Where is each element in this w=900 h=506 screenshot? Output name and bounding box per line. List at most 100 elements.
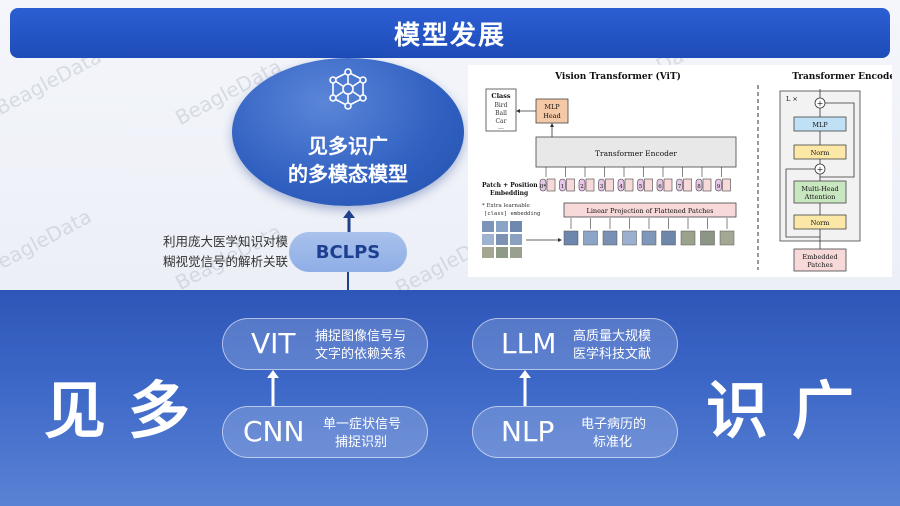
embedded-line-1: Embedded xyxy=(802,253,837,261)
image-patch xyxy=(622,230,637,246)
image-patch xyxy=(700,230,715,246)
class-box xyxy=(485,88,517,132)
connector-line xyxy=(347,272,349,290)
linear-projection-box xyxy=(563,202,737,218)
encoder-label: Transformer Encoder xyxy=(595,149,677,158)
norm-label-2: Norm xyxy=(811,219,830,227)
image-patch xyxy=(602,230,618,246)
cnn-key: CNN xyxy=(243,415,305,448)
vit-title: Vision Transformer (ViT) xyxy=(554,71,681,82)
image-patch xyxy=(680,230,696,246)
side-note-line-1: 利用庞大医学知识对模 xyxy=(162,234,288,249)
patch-token xyxy=(566,178,575,192)
mha-line-2: Attention xyxy=(804,193,836,201)
position-embedding xyxy=(559,178,566,192)
token-index: 6 xyxy=(658,184,662,190)
patch-token xyxy=(585,178,595,192)
llm-pill: LLM 高质量大规模 医学科技文献 xyxy=(472,318,678,370)
vit-architecture-diagram: Vision Transformer (ViT) Transformer Enc… xyxy=(482,71,900,272)
position-embedding xyxy=(598,178,605,192)
embedded-line-2: Patches xyxy=(807,261,833,269)
extra-note-1: * Extra learnable xyxy=(482,203,530,209)
token-index: 0* xyxy=(540,184,546,190)
position-embedding xyxy=(578,178,586,192)
bottom-section xyxy=(0,290,900,506)
norm-label: Norm xyxy=(811,149,830,157)
image-patch xyxy=(641,230,657,246)
big-char-shi: 识 xyxy=(706,374,769,447)
cnn-pill: CNN 单一症状信号 捕捉识别 xyxy=(222,406,428,458)
transformer-encoder-box xyxy=(535,136,737,168)
llm-desc-1: 高质量大规模 xyxy=(573,329,652,344)
position-embedding xyxy=(715,178,722,192)
image-patch xyxy=(719,230,735,246)
arrow-up-icon xyxy=(519,370,531,406)
side-note-line-2: 糊视觉信号的解析关联 xyxy=(162,254,288,269)
class-item: Car xyxy=(495,118,506,125)
class-title: Class xyxy=(491,92,511,100)
token-index: 8 xyxy=(697,184,701,190)
nlp-desc-1: 电子病历的 xyxy=(581,417,647,432)
image-patch xyxy=(661,230,676,246)
svg-text:+: + xyxy=(817,165,824,174)
position-embedding xyxy=(695,178,703,192)
class-item: Bird xyxy=(494,102,507,109)
token-index: 2 xyxy=(580,184,584,190)
patch-token xyxy=(683,178,692,192)
svg-text:+: + xyxy=(817,99,824,108)
patch-label-1: Patch + Position xyxy=(482,182,538,189)
mlp-head-line-1: MLP xyxy=(544,103,560,111)
patch-token xyxy=(624,178,634,192)
oval-line-1: 见多识广 xyxy=(308,134,388,158)
token-index: 5 xyxy=(639,184,643,190)
cnn-desc-2: 捕捉识别 xyxy=(335,435,388,450)
token-index: 3 xyxy=(600,184,604,190)
bclps-description: 利用庞大医学知识对模 糊视觉信号的解析关联 xyxy=(140,232,288,272)
input-image-grid xyxy=(482,221,522,258)
mha-line-1: Multi-Head xyxy=(801,185,838,193)
patch-token xyxy=(546,178,556,192)
token-index: 7 xyxy=(678,184,682,190)
position-embedding xyxy=(617,178,625,192)
class-item: ... xyxy=(498,124,504,131)
vit-description: 捕捉图像信号与 文字的依赖关系 xyxy=(315,328,406,364)
arrow-up-icon xyxy=(267,370,279,406)
llm-key: LLM xyxy=(501,327,557,360)
position-embedding xyxy=(676,178,683,192)
image-patch xyxy=(563,230,579,246)
mlp-label: MLP xyxy=(812,121,828,129)
big-char-jian: 见 xyxy=(44,374,107,447)
patch-strip xyxy=(563,218,735,246)
title-bar: 模型发展 xyxy=(10,8,890,58)
llm-description: 高质量大规模 医学科技文献 xyxy=(573,328,651,364)
mlp-head-box xyxy=(535,98,569,124)
patch-token xyxy=(722,178,731,192)
oval-line-2: 的多模态模型 xyxy=(288,162,408,186)
llm-desc-2: 医学科技文献 xyxy=(573,347,652,362)
position-embedding xyxy=(539,178,547,192)
cnn-desc-1: 单一症状信号 xyxy=(323,417,402,432)
cnn-description: 单一症状信号 捕捉识别 xyxy=(323,416,401,452)
mlp-head-line-2: Head xyxy=(543,112,561,120)
encoder-title: Transformer Encoder xyxy=(792,72,892,82)
token-index: 4 xyxy=(619,184,623,190)
layer-repeat-label: L × xyxy=(786,95,798,103)
image-patch xyxy=(583,230,598,246)
linear-projection-label: Linear Projection of Flattened Patches xyxy=(587,207,714,215)
network-icon xyxy=(329,68,367,110)
token-index: 1 xyxy=(561,184,565,190)
patch-token xyxy=(605,178,614,192)
patch-token xyxy=(663,178,673,192)
embedded-patches-box xyxy=(793,248,847,272)
patch-token xyxy=(702,178,712,192)
big-char-guang: 广 xyxy=(792,374,855,447)
vit-desc-1: 捕捉图像信号与 xyxy=(315,329,407,344)
multimodal-model-oval: 见多识广 的多模态模型 xyxy=(232,58,464,206)
position-embedding xyxy=(656,178,664,192)
nlp-description: 电子病历的 标准化 xyxy=(581,416,646,452)
vit-desc-2: 文字的依赖关系 xyxy=(315,347,407,362)
patch-token xyxy=(644,178,653,192)
position-embedding xyxy=(637,178,644,192)
vit-figure: Vision Transformer (ViT) Transformer Enc… xyxy=(468,65,900,277)
